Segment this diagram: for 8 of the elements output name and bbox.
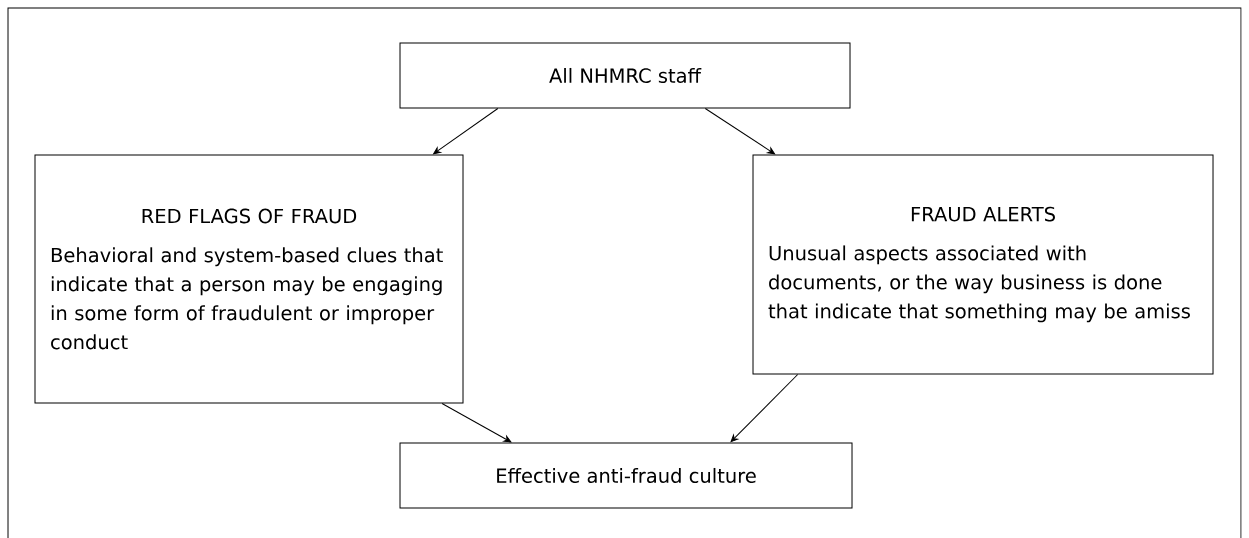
process-box: Effective anti-fraud culture: [399, 442, 853, 509]
arrow: [730, 374, 799, 443]
text-box: RED FLAGS OF FRAUD Behavioral and system-based clues that indicate that a person may be engaging in some form of fraudulent or improper conduct: [34, 154, 464, 404]
process-box: All NHMRC staff: [399, 42, 851, 109]
arrow: [433, 108, 499, 155]
text-box: FRAUD ALERTS Unusual aspects associated with documents, or the way business is done that indicate that something may be amiss: [752, 154, 1214, 375]
arrow: [441, 403, 512, 443]
arrow: [704, 108, 776, 155]
